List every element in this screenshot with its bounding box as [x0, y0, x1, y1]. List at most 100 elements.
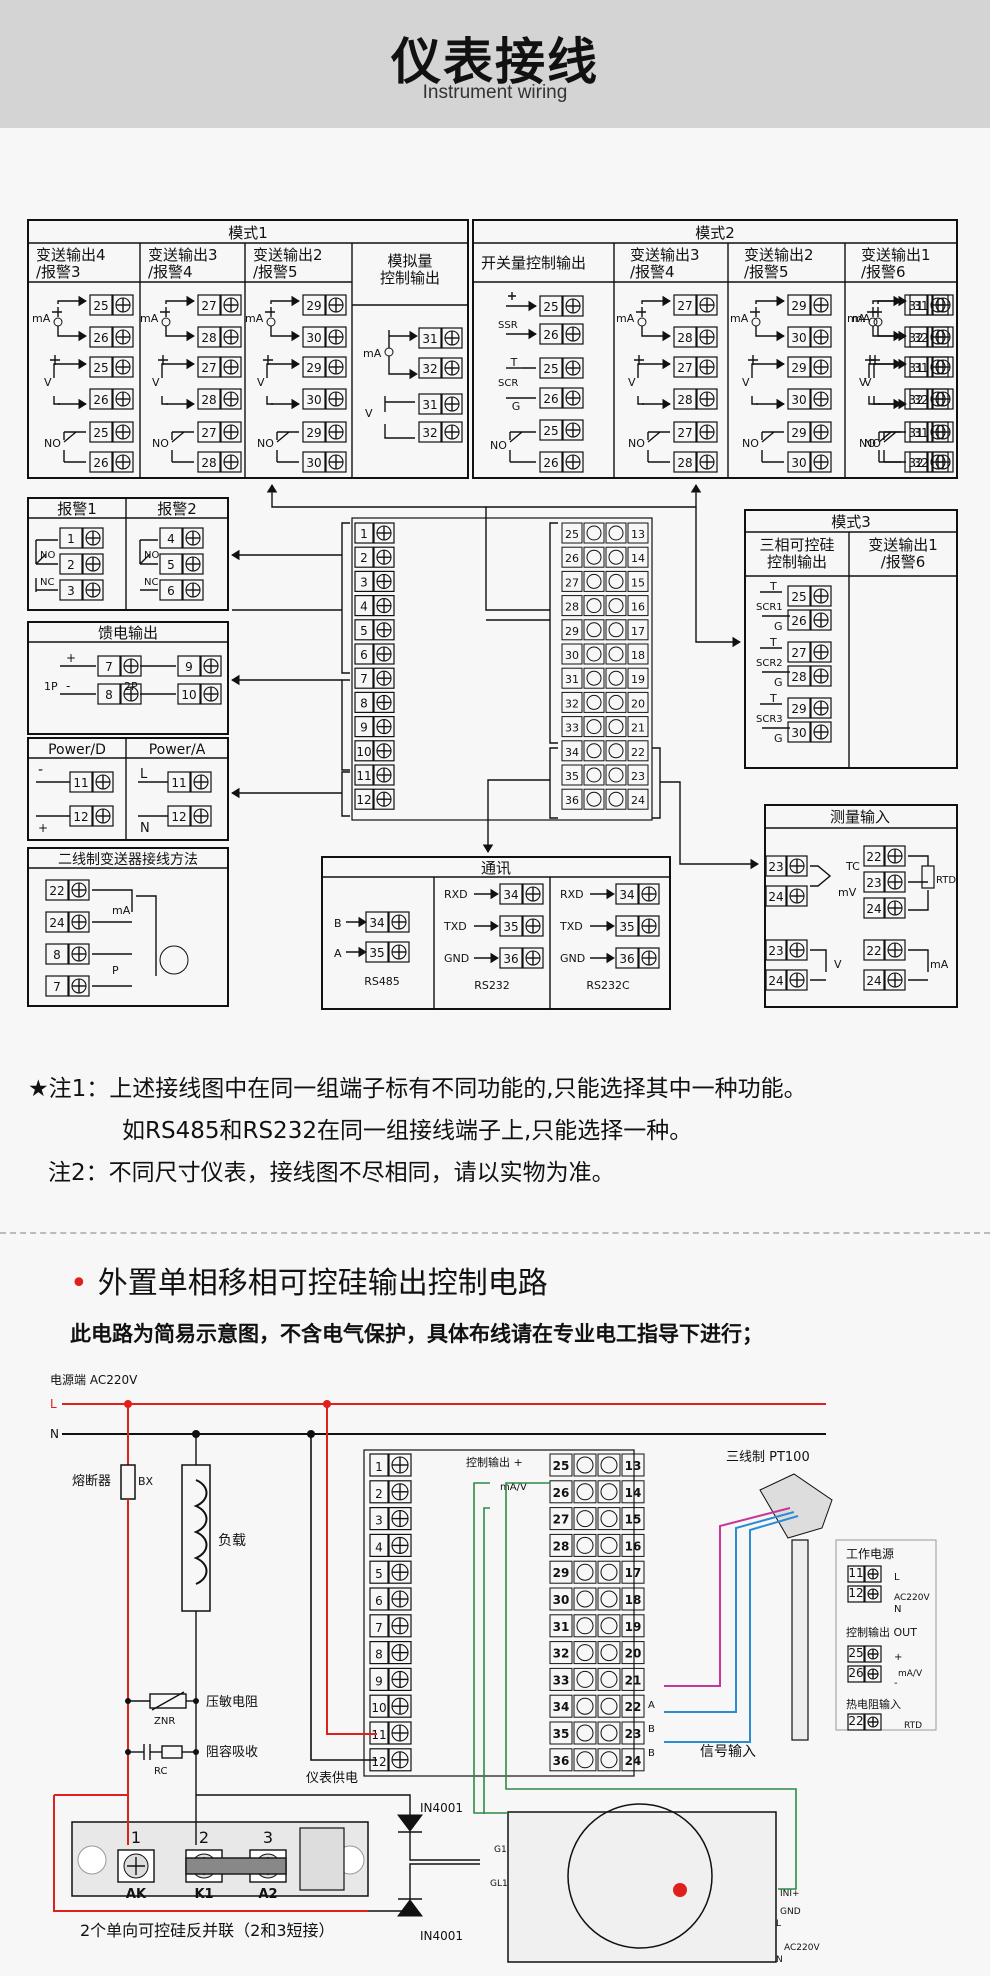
circuit-terminal-left-10-num: 10 [371, 1701, 386, 1715]
terminal-right-b-13: 13 [631, 528, 645, 541]
mode1-col-header-0: /报警3 [36, 263, 81, 281]
terminal-left-4-screw-frame [373, 594, 395, 617]
mode1-col1-ma-t2-num: 28 [201, 331, 216, 345]
terminal-right-b-23: 23 [631, 770, 645, 783]
circuit-screw-frame [597, 1614, 621, 1638]
twowire-p: P [112, 964, 119, 977]
twowire-t7-box [45, 975, 69, 997]
terminal-right-screw-frame [583, 522, 605, 544]
alarm2-contact-icon [139, 539, 158, 591]
rs232c-t36-screw-frame [638, 947, 660, 969]
terminal-right-b-box [627, 691, 649, 713]
mode3-col1-ma-t1-box [909, 294, 933, 316]
terminal-right-screw-frame [605, 643, 627, 665]
mode1-col0-ma-t1-num: 25 [93, 299, 108, 313]
measure-tc-t23-screw-frame [786, 855, 808, 877]
mode3-scr-t1-1-box [787, 641, 811, 663]
mode2-col-header-1: 变送输出3 [630, 246, 700, 264]
circuit-screw-frame [597, 1560, 621, 1584]
circuit-inst-power-label: 仪表供电 [306, 1771, 358, 1786]
arrow-down-icon [482, 844, 494, 853]
mode1-col0-v-wire [53, 363, 86, 405]
rs232c-txd-label: TXD [559, 920, 583, 933]
mode1-col1-ma-t1-num: 27 [201, 299, 216, 313]
mode3-title: 模式3 [831, 513, 871, 531]
measure-rtd-t23-box [863, 871, 885, 893]
mode2-scr-label: SCR [498, 378, 518, 389]
circuit-legend-t11-box [847, 1565, 865, 1583]
mode3-t-label: T [769, 580, 777, 593]
terminal-left-8-num: 8 [360, 696, 368, 710]
circuit-screw-icon [600, 1536, 618, 1554]
circuit-legend-t22-box [847, 1713, 865, 1731]
mode3-col1-source-icon [873, 317, 883, 327]
twowire-t7-num: 7 [53, 980, 61, 994]
twowire-t22-num: 22 [49, 884, 64, 898]
mode1-col1-plus-icon [160, 307, 170, 317]
circuit-terminal-right-b [621, 1694, 645, 1718]
rs232-t36-box [499, 947, 523, 969]
circuit-node-icon [125, 1698, 131, 1704]
circuit-green-wire-3 [505, 1482, 797, 1890]
circuit-screw-icon [600, 1724, 618, 1742]
twowire-t8-screw-frame [68, 943, 90, 965]
circuit-coil-icon [193, 1479, 208, 1585]
mode1-analog-ma-label: mA [363, 347, 382, 360]
mode2-col1-no-t2-screw-frame [696, 451, 718, 473]
mode3-scr-t2-2-num: 30 [791, 726, 806, 740]
mode3-col1-v-t1-num: 31 [913, 361, 928, 375]
circuit-terminal-left-2-screw-frame [388, 1480, 412, 1504]
terminal-right-b-box [627, 740, 649, 762]
mode2-col2-no-t1-screw-frame [810, 421, 832, 443]
mode2-col1-relay-contact-icon [647, 431, 670, 463]
circuit-terminal-left-9-num: 9 [375, 1674, 383, 1688]
terminal-right-b-15: 15 [631, 576, 645, 589]
mode2-col1-v-t2-num: 28 [677, 393, 692, 407]
mode2-col2-arrow-icon [776, 358, 785, 370]
alarm2-t4-box [159, 527, 183, 549]
mode1-col-header-3: 模拟量 [387, 252, 432, 270]
alarm2-no: NO [144, 550, 159, 561]
terminal-left-6-box [354, 643, 374, 665]
mode1-col2-ma-t1-num: 29 [306, 299, 321, 313]
alarm1-header: 报警1 [57, 500, 97, 518]
circuit-terminal-right-a-30: 30 [553, 1593, 570, 1607]
terminal-left-7-box [354, 667, 374, 689]
mode1-col1-v-t2-screw-frame [220, 388, 242, 410]
mode1-col2-v-t1-box [302, 356, 326, 378]
alarm2-nc: NC [144, 577, 158, 588]
terminal-right-screw-frame [605, 595, 627, 617]
alarm1-t3-screw-frame [82, 579, 104, 601]
mode2-relay-contact-icon [509, 431, 536, 463]
measure-v-t23-screw-frame [786, 939, 808, 961]
terminal-right-a-box [561, 788, 583, 810]
circuit-terminal-left-2-box [369, 1480, 389, 1504]
mode2-no-t2-box [539, 451, 563, 473]
mode1-col1-no-t2-num: 28 [201, 456, 216, 470]
rs232c-arrow-icon [606, 952, 615, 964]
mode3-scr-t2-1-num: 28 [791, 670, 806, 684]
comm-panel [321, 856, 671, 1010]
mode1-col0-ma-t2-num: 26 [93, 331, 108, 345]
circuit-scr-caption: 2个单向可控硅反并联（2和3短接） [80, 1921, 335, 1940]
twowire-t24-screw-frame [68, 911, 90, 933]
circuit-screw-icon [576, 1590, 594, 1608]
relay-t7-box [97, 655, 121, 677]
circuit-scr-term-3: 3 [263, 1828, 273, 1847]
terminal-right-a-box [561, 691, 583, 713]
mode3-scr-t2-2-box [787, 721, 811, 743]
circuit-screw-frame [573, 1507, 597, 1531]
terminal-right-b-box [627, 619, 649, 641]
circuit-legend-t25-box [847, 1645, 865, 1663]
circuit-terminal-left-5-num: 5 [375, 1567, 383, 1581]
mode2-col3-no-t2-num: 32 [908, 456, 923, 470]
circuit-terminal-right-b-20: 20 [625, 1647, 642, 1661]
circuit-terminal-right-b-21: 21 [625, 1673, 642, 1687]
circuit-screw-frame [597, 1533, 621, 1557]
mode1-col-header-1: 变送输出3 [148, 246, 218, 264]
terminal-left-2-box [354, 546, 374, 568]
terminal-left-1-screw-frame [373, 522, 395, 544]
mode2-scr-t1-screw-frame [562, 357, 584, 379]
mode1-analog-v-label: V [365, 407, 373, 420]
mode1-col0-no-t2-screw-frame [112, 451, 134, 473]
